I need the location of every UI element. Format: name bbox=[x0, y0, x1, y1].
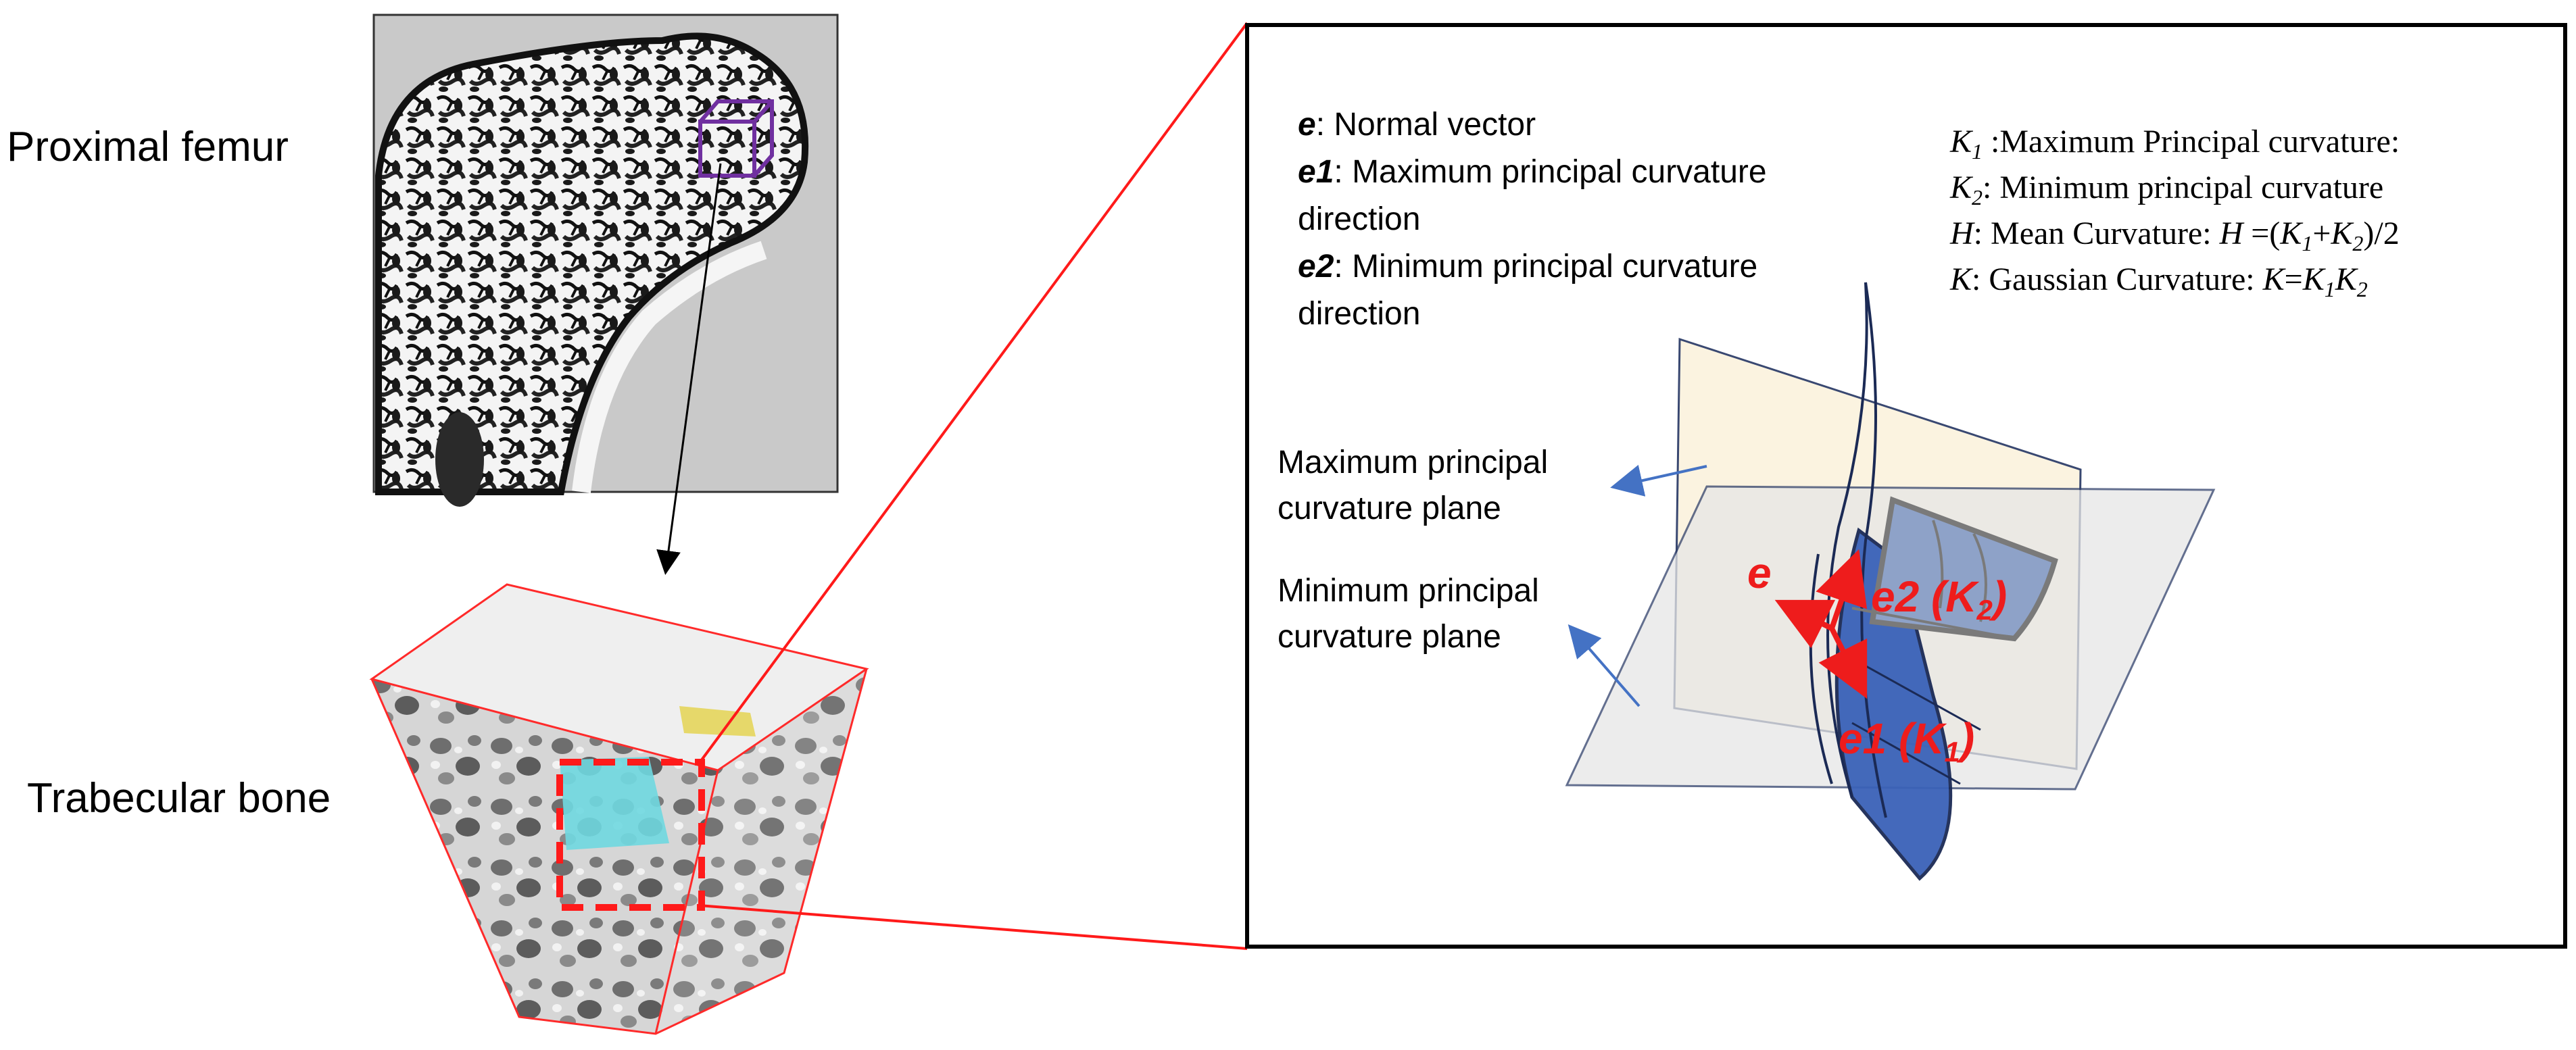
vector-label-e: e bbox=[1747, 549, 1772, 597]
curvature-legend: K1 :Maximum Principal curvature: K2: Min… bbox=[1949, 124, 2400, 301]
cube-highlight-region bbox=[560, 757, 669, 850]
roi-to-cube-arrow bbox=[656, 163, 722, 575]
max-plane-label-line2: curvature plane bbox=[1278, 491, 1501, 526]
legend-e: e: Normal vector bbox=[1298, 107, 1536, 143]
min-plane-label-line2: curvature plane bbox=[1278, 619, 1501, 655]
min-plane-pointer-arrow bbox=[1568, 624, 1641, 707]
zoom-line-top bbox=[698, 22, 1248, 765]
normal-vector-e bbox=[1774, 599, 1836, 649]
max-plane-label-line1: Maximum principal bbox=[1278, 445, 1548, 480]
e1-vector bbox=[1818, 627, 1868, 699]
legend-k2: K2: Minimum principal curvature bbox=[1949, 170, 2383, 209]
legend-e1-cont: direction bbox=[1298, 201, 1420, 237]
e2-vector bbox=[1816, 549, 1868, 630]
zoom-line-bottom bbox=[698, 904, 1248, 950]
vector-label-e1: e1 (K1) bbox=[1839, 714, 1974, 768]
legend-k: K: Gaussian Curvature: K=K1K2 bbox=[1949, 261, 2368, 301]
normal-and-principal-vectors bbox=[1774, 549, 1868, 699]
legend-h: H: Mean Curvature: H =(K1+K2)/2 bbox=[1949, 216, 2400, 255]
min-plane-label-line1: Minimum principal bbox=[1278, 573, 1539, 609]
femur-label: Proximal femur bbox=[7, 124, 289, 170]
legend-e2: e2: Minimum principal curvature bbox=[1298, 249, 1757, 284]
femur-ct-image bbox=[372, 14, 839, 507]
vector-legend: e: Normal vector e1: Maximum principal c… bbox=[1298, 107, 1767, 332]
zoom-region-box bbox=[556, 759, 705, 911]
trabecular-label: Trabecular bone bbox=[27, 775, 331, 822]
legend-k1: K1 :Maximum Principal curvature: bbox=[1949, 124, 2400, 164]
cube-wireframe bbox=[369, 583, 869, 1035]
roi-cube-icon bbox=[698, 99, 774, 178]
max-plane-pointer-arrow bbox=[1610, 464, 1707, 497]
legend-e2-cont: direction bbox=[1298, 296, 1420, 332]
trabecular-bone-cube bbox=[369, 583, 869, 1035]
curvature-surface bbox=[1809, 282, 2058, 881]
legend-e1: e1: Maximum principal curvature bbox=[1298, 154, 1767, 190]
